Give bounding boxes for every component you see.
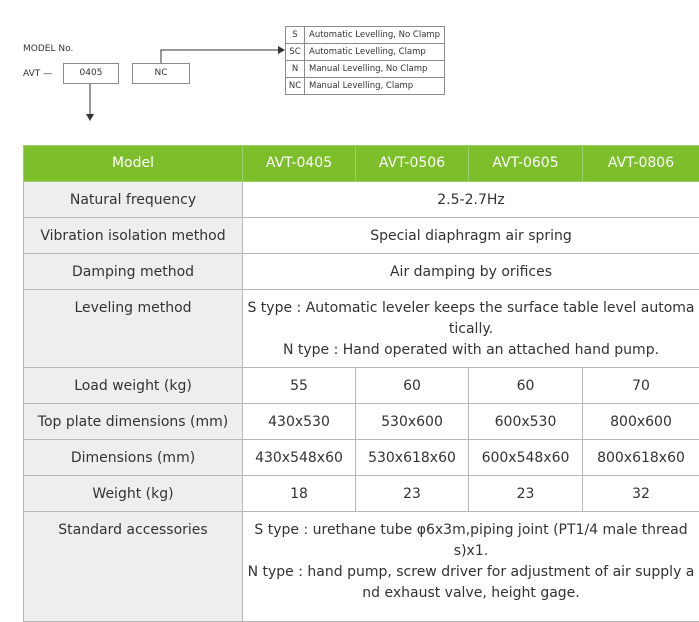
table-row: Load weight (kg) 55 60 60 70 xyxy=(24,368,699,404)
table-row: Vibration isolation method Special diaph… xyxy=(24,218,699,254)
row-label-dimensions: Dimensions (mm) xyxy=(24,440,243,476)
table-row: Natural frequency 2.5-2.7Hz xyxy=(24,182,699,218)
leveling-s-type: S type : Automatic leveler keeps the sur… xyxy=(247,298,695,340)
row-label-isolation-method: Vibration isolation method xyxy=(24,218,243,254)
type-options-table: S Automatic Levelling, No Clamp SC Autom… xyxy=(285,26,445,95)
option-description: Automatic Levelling, No Clamp xyxy=(305,27,445,44)
spec-table: Model AVT-0405 AVT-0506 AVT-0605 AVT-080… xyxy=(23,145,699,622)
table-row: Damping method Air damping by orifices xyxy=(24,254,699,290)
accessories-s-type: S type : urethane tube φ6x3m,piping join… xyxy=(247,520,695,562)
header-model-0605: AVT-0605 xyxy=(469,146,583,182)
type-arrow-line xyxy=(161,50,278,63)
option-row: N Manual Levelling, No Clamp xyxy=(286,61,445,78)
dimensions-0506: 530x618x60 xyxy=(356,440,469,476)
option-description: Automatic Levelling, Clamp xyxy=(305,44,445,61)
row-label-accessories: Standard accessories xyxy=(24,512,243,622)
load-weight-0806: 70 xyxy=(583,368,699,404)
leveling-method-value: S type : Automatic leveler keeps the sur… xyxy=(243,290,699,368)
load-weight-0506: 60 xyxy=(356,368,469,404)
table-row: Weight (kg) 18 23 23 32 xyxy=(24,476,699,512)
top-plate-0506: 530x600 xyxy=(356,404,469,440)
option-row: SC Automatic Levelling, Clamp xyxy=(286,44,445,61)
accessories-n-type: N type : hand pump, screw driver for adj… xyxy=(247,562,695,604)
weight-0405: 18 xyxy=(243,476,356,512)
row-label-natural-frequency: Natural frequency xyxy=(24,182,243,218)
table-row: Top plate dimensions (mm) 430x530 530x60… xyxy=(24,404,699,440)
option-code: N xyxy=(286,61,305,78)
table-row: Standard accessories S type : urethane t… xyxy=(24,512,699,622)
table-row: Dimensions (mm) 430x548x60 530x618x60 60… xyxy=(24,440,699,476)
leveling-n-type: N type : Hand operated with an attached … xyxy=(247,340,695,361)
option-code: SC xyxy=(286,44,305,61)
header-model-0405: AVT-0405 xyxy=(243,146,356,182)
row-label-damping-method: Damping method xyxy=(24,254,243,290)
dimensions-0605: 600x548x60 xyxy=(469,440,583,476)
option-description: Manual Levelling, Clamp xyxy=(305,78,445,95)
weight-0506: 23 xyxy=(356,476,469,512)
load-weight-0405: 55 xyxy=(243,368,356,404)
model-code-diagram: MODEL No. AVT — 0405 NC S Automatic Leve… xyxy=(0,0,699,130)
top-plate-0605: 600x530 xyxy=(469,404,583,440)
row-label-weight: Weight (kg) xyxy=(24,476,243,512)
accessories-value: S type : urethane tube φ6x3m,piping join… xyxy=(243,512,699,622)
row-label-load-weight: Load weight (kg) xyxy=(24,368,243,404)
dimensions-0405: 430x548x60 xyxy=(243,440,356,476)
table-row: Leveling method S type : Automatic level… xyxy=(24,290,699,368)
option-row: S Automatic Levelling, No Clamp xyxy=(286,27,445,44)
spec-header-row: Model AVT-0405 AVT-0506 AVT-0605 AVT-080… xyxy=(24,146,699,182)
header-model-label: Model xyxy=(24,146,243,182)
row-label-top-plate: Top plate dimensions (mm) xyxy=(24,404,243,440)
weight-0605: 23 xyxy=(469,476,583,512)
isolation-method-value: Special diaphragm air spring xyxy=(243,218,699,254)
load-weight-0605: 60 xyxy=(469,368,583,404)
damping-method-value: Air damping by orifices xyxy=(243,254,699,290)
option-row: NC Manual Levelling, Clamp xyxy=(286,78,445,95)
option-description: Manual Levelling, No Clamp xyxy=(305,61,445,78)
type-arrow-head-icon xyxy=(278,46,285,54)
natural-frequency-value: 2.5-2.7Hz xyxy=(243,182,699,218)
option-code: S xyxy=(286,27,305,44)
dimensions-0806: 800x618x60 xyxy=(583,440,699,476)
header-model-0506: AVT-0506 xyxy=(356,146,469,182)
option-code: NC xyxy=(286,78,305,95)
weight-0806: 32 xyxy=(583,476,699,512)
top-plate-0405: 430x530 xyxy=(243,404,356,440)
header-model-0806: AVT-0806 xyxy=(583,146,699,182)
size-arrow-head-icon xyxy=(86,114,94,121)
row-label-leveling-method: Leveling method xyxy=(24,290,243,368)
top-plate-0806: 800x600 xyxy=(583,404,699,440)
